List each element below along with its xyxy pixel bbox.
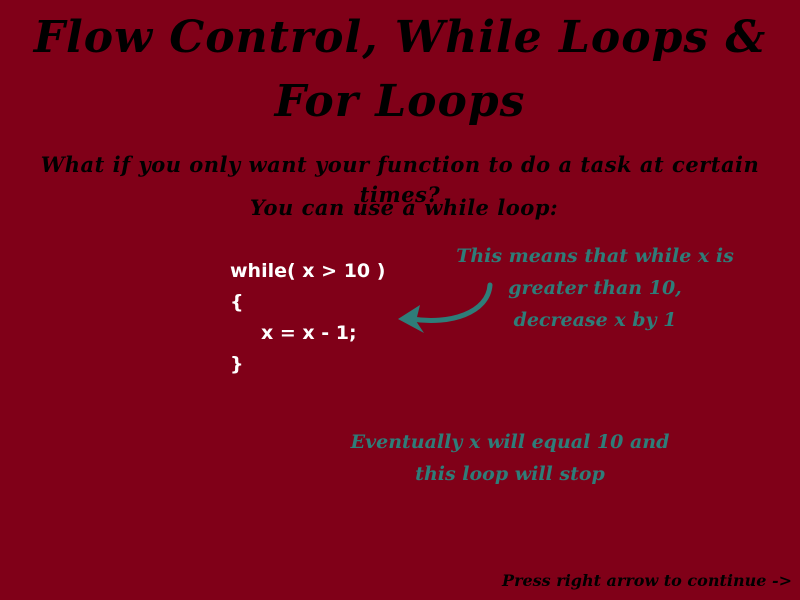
code-block: while( x > 10 ) { x = x - 1; } [230, 256, 385, 380]
annotation-line-2: greater than 10, [508, 277, 682, 299]
annotation-line-3: decrease x by 1 [513, 309, 677, 331]
code-line-decrement: x = x - 1; [261, 322, 357, 344]
annotation-line-1: This means that while x is [456, 245, 734, 267]
curved-arrow-icon [398, 282, 493, 333]
slide-title: Flow Control, While Loops & For Loops [0, 6, 800, 134]
conclusion-line-1: Eventually x will equal 10 and [350, 431, 670, 453]
conclusion-text: Eventually x will equal 10 and this loop… [340, 426, 680, 490]
code-line-close-brace: } [230, 353, 244, 375]
question-text: What if you only want your function to d… [40, 152, 760, 207]
continue-hint: Press right arrow to continue -> [502, 571, 792, 590]
code-line-open-brace: { [230, 291, 244, 313]
title-line-2: For Loops [274, 76, 526, 127]
conclusion-line-2: this loop will stop [415, 463, 605, 485]
code-line-while: while( x > 10 ) [230, 260, 386, 282]
annotation-text: This means that while x is greater than … [445, 240, 745, 336]
title-line-1: Flow Control, While Loops & [33, 12, 767, 63]
subquestion-text: You can use a while loop: [249, 195, 559, 220]
